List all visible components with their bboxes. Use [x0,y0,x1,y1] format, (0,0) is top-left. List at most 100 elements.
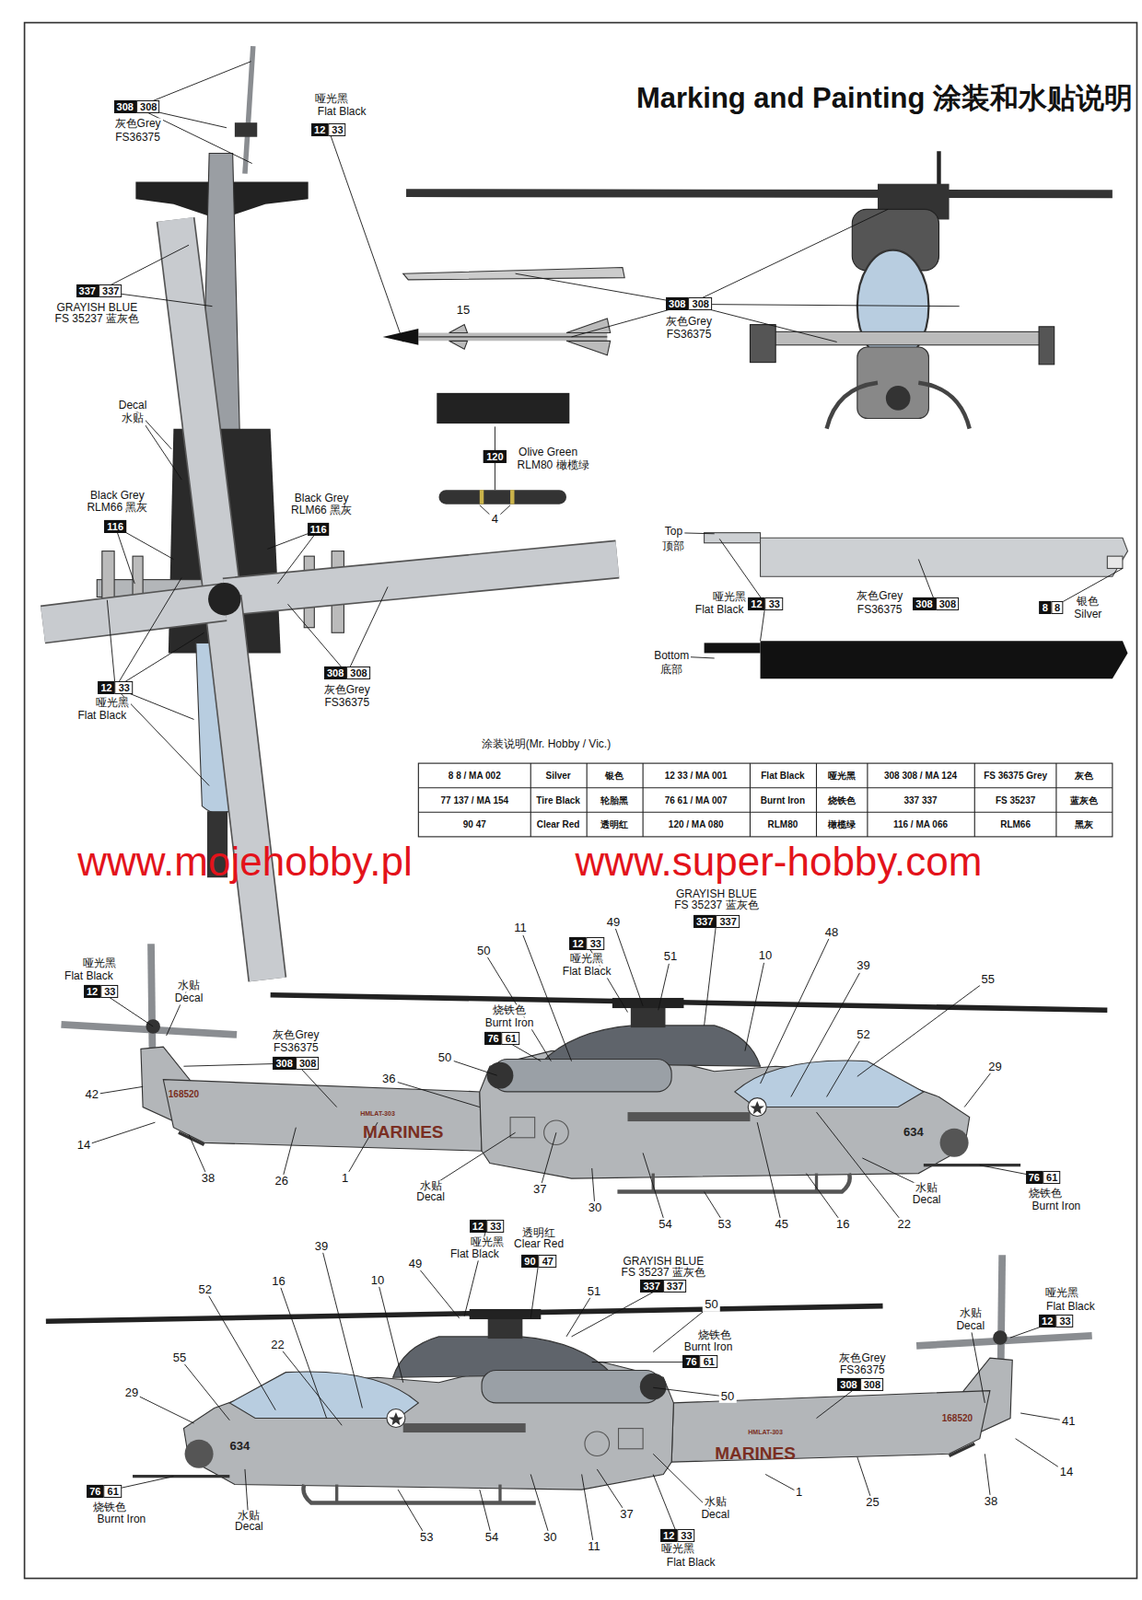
paint-table [974,763,976,838]
callout-number: 10 [369,1274,386,1288]
callout-number: 16 [834,1218,851,1232]
annotation: FS 35237 蓝灰色 [53,313,141,326]
annotation: Black Grey [88,489,147,502]
annotation: FS36375 [322,697,372,710]
helicopter-top-view [175,219,223,597]
leader-line [205,1290,276,1411]
paint-code: 76 61 [682,1356,718,1368]
helicopter-top-view [244,46,254,175]
helicopter-top-view [43,46,618,980]
callout-number: 53 [418,1531,435,1545]
leader-line [347,586,388,674]
helicopter-front-view [918,383,969,430]
callout-number: 25 [863,1496,881,1510]
paint-code: 308 308 [912,598,959,610]
leader-line [745,956,766,1052]
leader-line [131,1393,195,1424]
annotation: 灰色Grey [113,118,164,131]
rotor-blades [1107,556,1123,569]
annotation: 灰色Grey [837,1352,887,1365]
annotation: FS36375 [855,604,905,617]
annotation: 水贴 [702,1497,729,1510]
table-cell: 哑光黑 [826,770,858,781]
table-cell: Burnt Iron [758,794,807,805]
table-cell: 烧铁色 [826,794,858,805]
fuselage-marking: 634 [228,1440,253,1454]
callout-number: 50 [475,944,492,958]
callout-number: 1 [339,1172,350,1186]
callout-number: 55 [171,1351,188,1365]
fuselage-marking: 634 [901,1126,926,1140]
callout-number: 50 [702,1298,720,1312]
paint-code: 308 308 [273,1058,320,1070]
weapons [438,489,567,505]
table-cell: 76 61 / MA 007 [663,794,730,805]
weapons [436,393,570,424]
helicopter-front-view [755,331,1047,345]
leader-line [321,1246,362,1409]
callout-number: 29 [123,1386,140,1399]
table-cell: 12 33 / MA 001 [663,770,730,781]
table-cell: 77 137 / MA 154 [439,794,512,805]
callout-number: 30 [586,1201,604,1215]
paint-table [586,763,588,838]
page-frame [24,23,1138,1580]
leader-line [688,303,960,306]
paint-table [530,763,532,838]
paint-code: 308 308 [114,101,161,113]
annotation: 哑光黑 [710,592,748,605]
callout-number: 49 [605,916,622,930]
annotation: Black Grey [292,492,351,505]
leader-lines [83,61,1123,1548]
weapons [418,336,607,338]
leader-line [530,1261,539,1319]
callout-number: 16 [269,1275,287,1289]
annotation: 哑光黑 [568,953,606,966]
weapons [449,325,468,334]
annotation: Decal [116,399,150,412]
weapons [403,268,625,280]
helicopter-top-view [234,122,257,138]
annotation: Decal [233,1521,266,1534]
table-cell: RLM66 [998,819,1033,830]
leader-line [791,967,864,1098]
annotation: 水贴 [119,413,146,426]
helicopter-front-view [885,385,911,411]
leader-line [642,1153,665,1225]
leader-line [179,1358,230,1422]
annotation: FS36375 [838,1365,887,1378]
annotation: Flat Black [560,967,614,979]
annotation: FS36375 [664,328,714,341]
leader-line [115,577,182,688]
helicopter-top-view [222,596,269,980]
helicopter-top-view [175,219,223,597]
table-cell: 灰色 [1072,770,1096,781]
leader-line [277,1345,342,1427]
annotation: 水贴 [913,1182,940,1195]
callout-number: 42 [82,1088,100,1102]
annotation: 底部 [658,664,685,676]
leader-line [652,1387,728,1398]
callout-number: 10 [757,949,774,963]
rotor-blades [760,640,1129,679]
annotation: 水贴 [175,979,202,992]
helicopter-top-view [43,602,225,625]
leader-line [281,1128,297,1183]
paint-code: 116 [307,524,330,536]
fuselage-marking: MARINES [361,1123,446,1143]
paint-code: 90 47 [521,1256,557,1268]
callout-number: 14 [1058,1466,1075,1480]
annotation: Flat Black [664,1557,718,1570]
callout-number: 45 [773,1218,791,1232]
callout-number: 36 [380,1072,397,1086]
callout-number: 30 [541,1531,559,1545]
paint-code: 12 33 [83,986,119,998]
rotor-blades [704,533,761,544]
annotation: 顶部 [660,540,687,553]
leader-line [520,929,571,1062]
fuselage-marking: MARINES [712,1444,798,1465]
leader-line [816,1112,905,1225]
annotation: Decal [954,1320,987,1333]
table-cell: 蓝灰色 [1068,794,1100,805]
